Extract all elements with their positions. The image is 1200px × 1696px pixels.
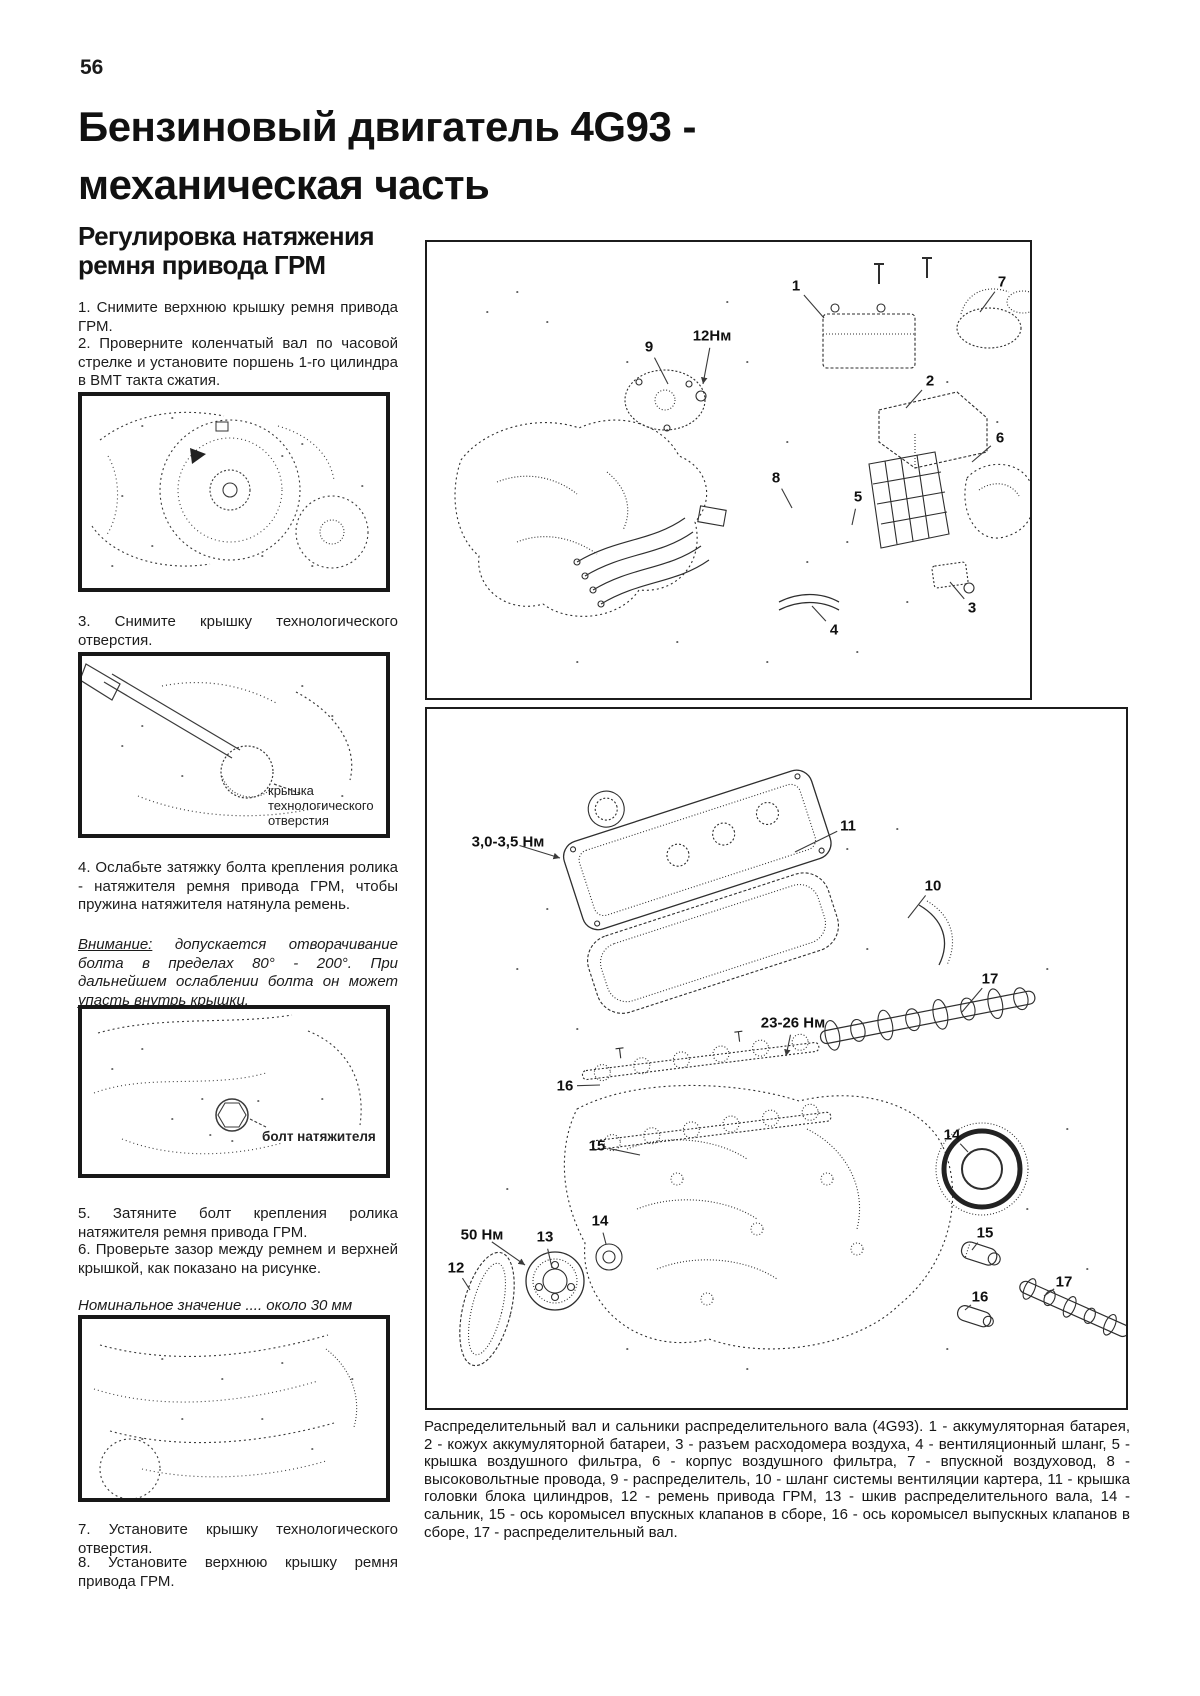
diagram-caption: Распределительный вал и сальники распред… — [424, 1418, 1130, 1541]
figure-belt-clearance — [78, 1315, 390, 1502]
figure-service-hole-art — [82, 663, 353, 817]
page-title-line2: механическая часть — [78, 161, 490, 208]
callout-50-Нм: 50 Нм — [460, 1226, 504, 1244]
step-4: 4. Ослабьте затяжку болта крепления роли… — [78, 859, 398, 914]
figure-belt-clearance-art — [93, 1334, 358, 1498]
step-8: 8. Установите верхнюю крышку ремня приво… — [78, 1554, 398, 1590]
camshaft-sprocket — [525, 1251, 585, 1311]
figure-timing-sprocket — [78, 392, 390, 592]
rocker-shaft-exhaust — [581, 1030, 820, 1082]
battery-tray — [878, 391, 988, 469]
seal-washer — [595, 1243, 623, 1271]
vent-hose-2 — [918, 900, 954, 966]
callout-11: 11 — [840, 817, 856, 835]
vent-hose — [778, 593, 840, 611]
callout-10: 10 — [924, 877, 942, 895]
intake-duct — [956, 288, 1030, 349]
callout-4: 4 — [829, 621, 839, 639]
callout-17: 17 — [981, 970, 999, 988]
rocker-shaft-end-intake — [960, 1241, 1001, 1266]
service-hole-cover-label: крышка технологического отверстия — [268, 783, 374, 828]
step-7: 7. Установите крышку технологического от… — [78, 1521, 398, 1557]
callout-15: 15 — [976, 1224, 994, 1242]
callout-1: 1 — [791, 277, 801, 295]
battery — [822, 303, 916, 369]
callout-16: 16 — [971, 1288, 989, 1306]
tensioner-bolt-label: болт натяжителя — [262, 1129, 376, 1144]
page-title: Бензиновый двигатель 4G93 - механическая … — [78, 98, 696, 214]
callout-16: 16 — [556, 1077, 574, 1095]
torque-bolt — [695, 390, 707, 402]
step-2: 2. Проверните коленчатый вал по часовой … — [78, 335, 398, 390]
callout-12: 12 — [447, 1259, 465, 1277]
callout-14: 14 — [943, 1126, 961, 1144]
callout-12Нм: 12Нм — [692, 327, 732, 345]
camshaft-upper — [819, 987, 1036, 1051]
clearance-sketch — [93, 1334, 358, 1498]
warning-term: Внимание: — [78, 936, 153, 953]
camshaft-lower — [1019, 1278, 1126, 1338]
cover-gasket — [587, 872, 839, 1014]
screwdriver-sketch — [82, 663, 353, 817]
valve-cover — [562, 769, 832, 931]
step-1: 1. Снимите верхнюю крышку ремня привода … — [78, 299, 398, 335]
warning-body: допускается отворачивание болта в предел… — [78, 936, 398, 1009]
intake-ignition-sketch — [454, 257, 1030, 663]
figure-tensioner-art — [93, 1014, 362, 1155]
tdc-mark-arrow — [190, 448, 206, 464]
callout-6: 6 — [995, 429, 1005, 447]
callout-5: 5 — [853, 488, 863, 506]
page-number: 56 — [80, 56, 104, 79]
section-heading-line1: Регулировка натяжения — [78, 221, 375, 251]
camshaft-oil-seal — [935, 1122, 1029, 1216]
nominal-value: Номинальное значение .... около 30 мм — [78, 1297, 353, 1314]
rocker-shaft-intake — [591, 1103, 832, 1152]
diagram-camshaft-seals — [425, 707, 1128, 1410]
callout-13: 13 — [536, 1228, 554, 1246]
warning-note: Внимание: допускается отворачивание болт… — [78, 936, 398, 1010]
air-cleaner-cover — [964, 463, 1030, 539]
distributor — [624, 369, 706, 432]
timing-mark — [215, 421, 229, 432]
camshaft-seals-sketch — [459, 769, 1126, 1370]
callout-14: 14 — [591, 1212, 609, 1230]
callout-15: 15 — [588, 1137, 606, 1155]
diagram-intake-ignition-art — [454, 257, 1030, 663]
step-5: 5. Затяните болт крепления ролика натяжи… — [78, 1205, 398, 1241]
ignition-wires — [573, 505, 727, 608]
callout-9: 9 — [644, 338, 654, 356]
callout-23-26-Нм: 23-26 Нм — [760, 1014, 826, 1032]
page-title-line1: Бензиновый двигатель 4G93 - — [78, 103, 696, 150]
section-heading-line2: ремня привода ГРМ — [78, 250, 326, 280]
callout-8: 8 — [771, 469, 781, 487]
step-3: 3. Снимите крышку технологического отвер… — [78, 613, 398, 649]
tensioner-sketch — [93, 1014, 362, 1155]
rocker-shaft-end-exhaust — [956, 1305, 994, 1328]
airflow-connector — [931, 561, 975, 594]
diagram-camshaft-seals-art — [459, 769, 1126, 1370]
callout-17: 17 — [1055, 1273, 1073, 1291]
cylinder-head-block — [563, 1084, 954, 1350]
sprocket-sketch — [91, 411, 369, 569]
figure-tensioner-bolt: болт натяжителя — [78, 1005, 390, 1178]
callout-7: 7 — [997, 273, 1007, 291]
mounting-bolts — [874, 257, 932, 284]
figure-service-hole-cover: крышка технологического отверстия — [78, 652, 390, 838]
callout-2: 2 — [925, 372, 935, 390]
diagram-intake-ignition — [425, 240, 1032, 700]
callout-3-0-3-5-Нм: 3,0-3,5 Нм — [471, 833, 545, 851]
air-filter-element — [868, 451, 950, 549]
step-6: 6. Проверьте зазор между ремнем и верхне… — [78, 1241, 398, 1277]
callout-3: 3 — [967, 599, 977, 617]
figure-timing-sprocket-art — [91, 411, 369, 569]
